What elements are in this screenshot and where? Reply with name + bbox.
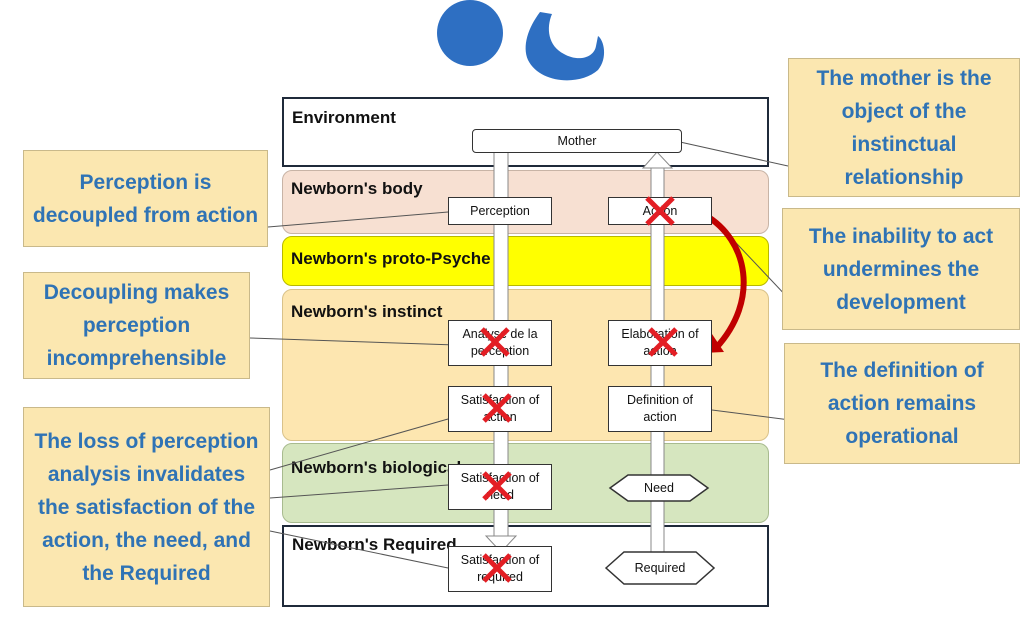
biological-label: Newborn's biological <box>291 458 462 477</box>
proto-psyche-label: Newborn's proto-Psyche <box>291 249 491 268</box>
callout-loss: The loss of perception analysis invalida… <box>23 407 270 607</box>
required-hexagon-shape <box>604 551 716 585</box>
callout-definition-operational: The definition of action remains operati… <box>784 343 1020 464</box>
mother-node: Mother <box>472 129 682 153</box>
newborn-icon <box>420 0 610 90</box>
required-layer: Newborn's Required <box>282 525 769 607</box>
need-node: Need <box>644 481 674 495</box>
action-node: Action <box>608 197 712 225</box>
required-label: Newborn's Required <box>292 535 457 554</box>
definition-action-node: Definition of action <box>608 386 712 432</box>
red-curved-arrow <box>703 212 747 351</box>
satisfaction-action-node: Satisfaction of action <box>448 386 552 432</box>
perception-node: Perception <box>448 197 552 225</box>
callout-decoupling: Decoupling makes perception incomprehens… <box>23 272 250 379</box>
body-label: Newborn's body <box>291 179 423 198</box>
callout-inability: The inability to act undermines the deve… <box>782 208 1020 330</box>
required-node: Required <box>634 561 686 575</box>
elaboration-node: Elaboration of action <box>608 320 712 366</box>
environment-label: Environment <box>292 108 396 127</box>
need-hexagon-shape <box>608 474 710 502</box>
analysis-node: Analyse de la perception <box>448 320 552 366</box>
proto-psyche-layer: Newborn's proto-Psyche <box>282 236 769 286</box>
satisfaction-required-node: Satisfaction of required <box>448 546 552 592</box>
instinct-label: Newborn's instinct <box>291 302 443 321</box>
callout-perception-decoupled: Perception is decoupled from action <box>23 150 268 247</box>
callout-mother-object: The mother is the object of the instinct… <box>788 58 1020 197</box>
satisfaction-need-node: Satisfaction of need <box>448 464 552 510</box>
